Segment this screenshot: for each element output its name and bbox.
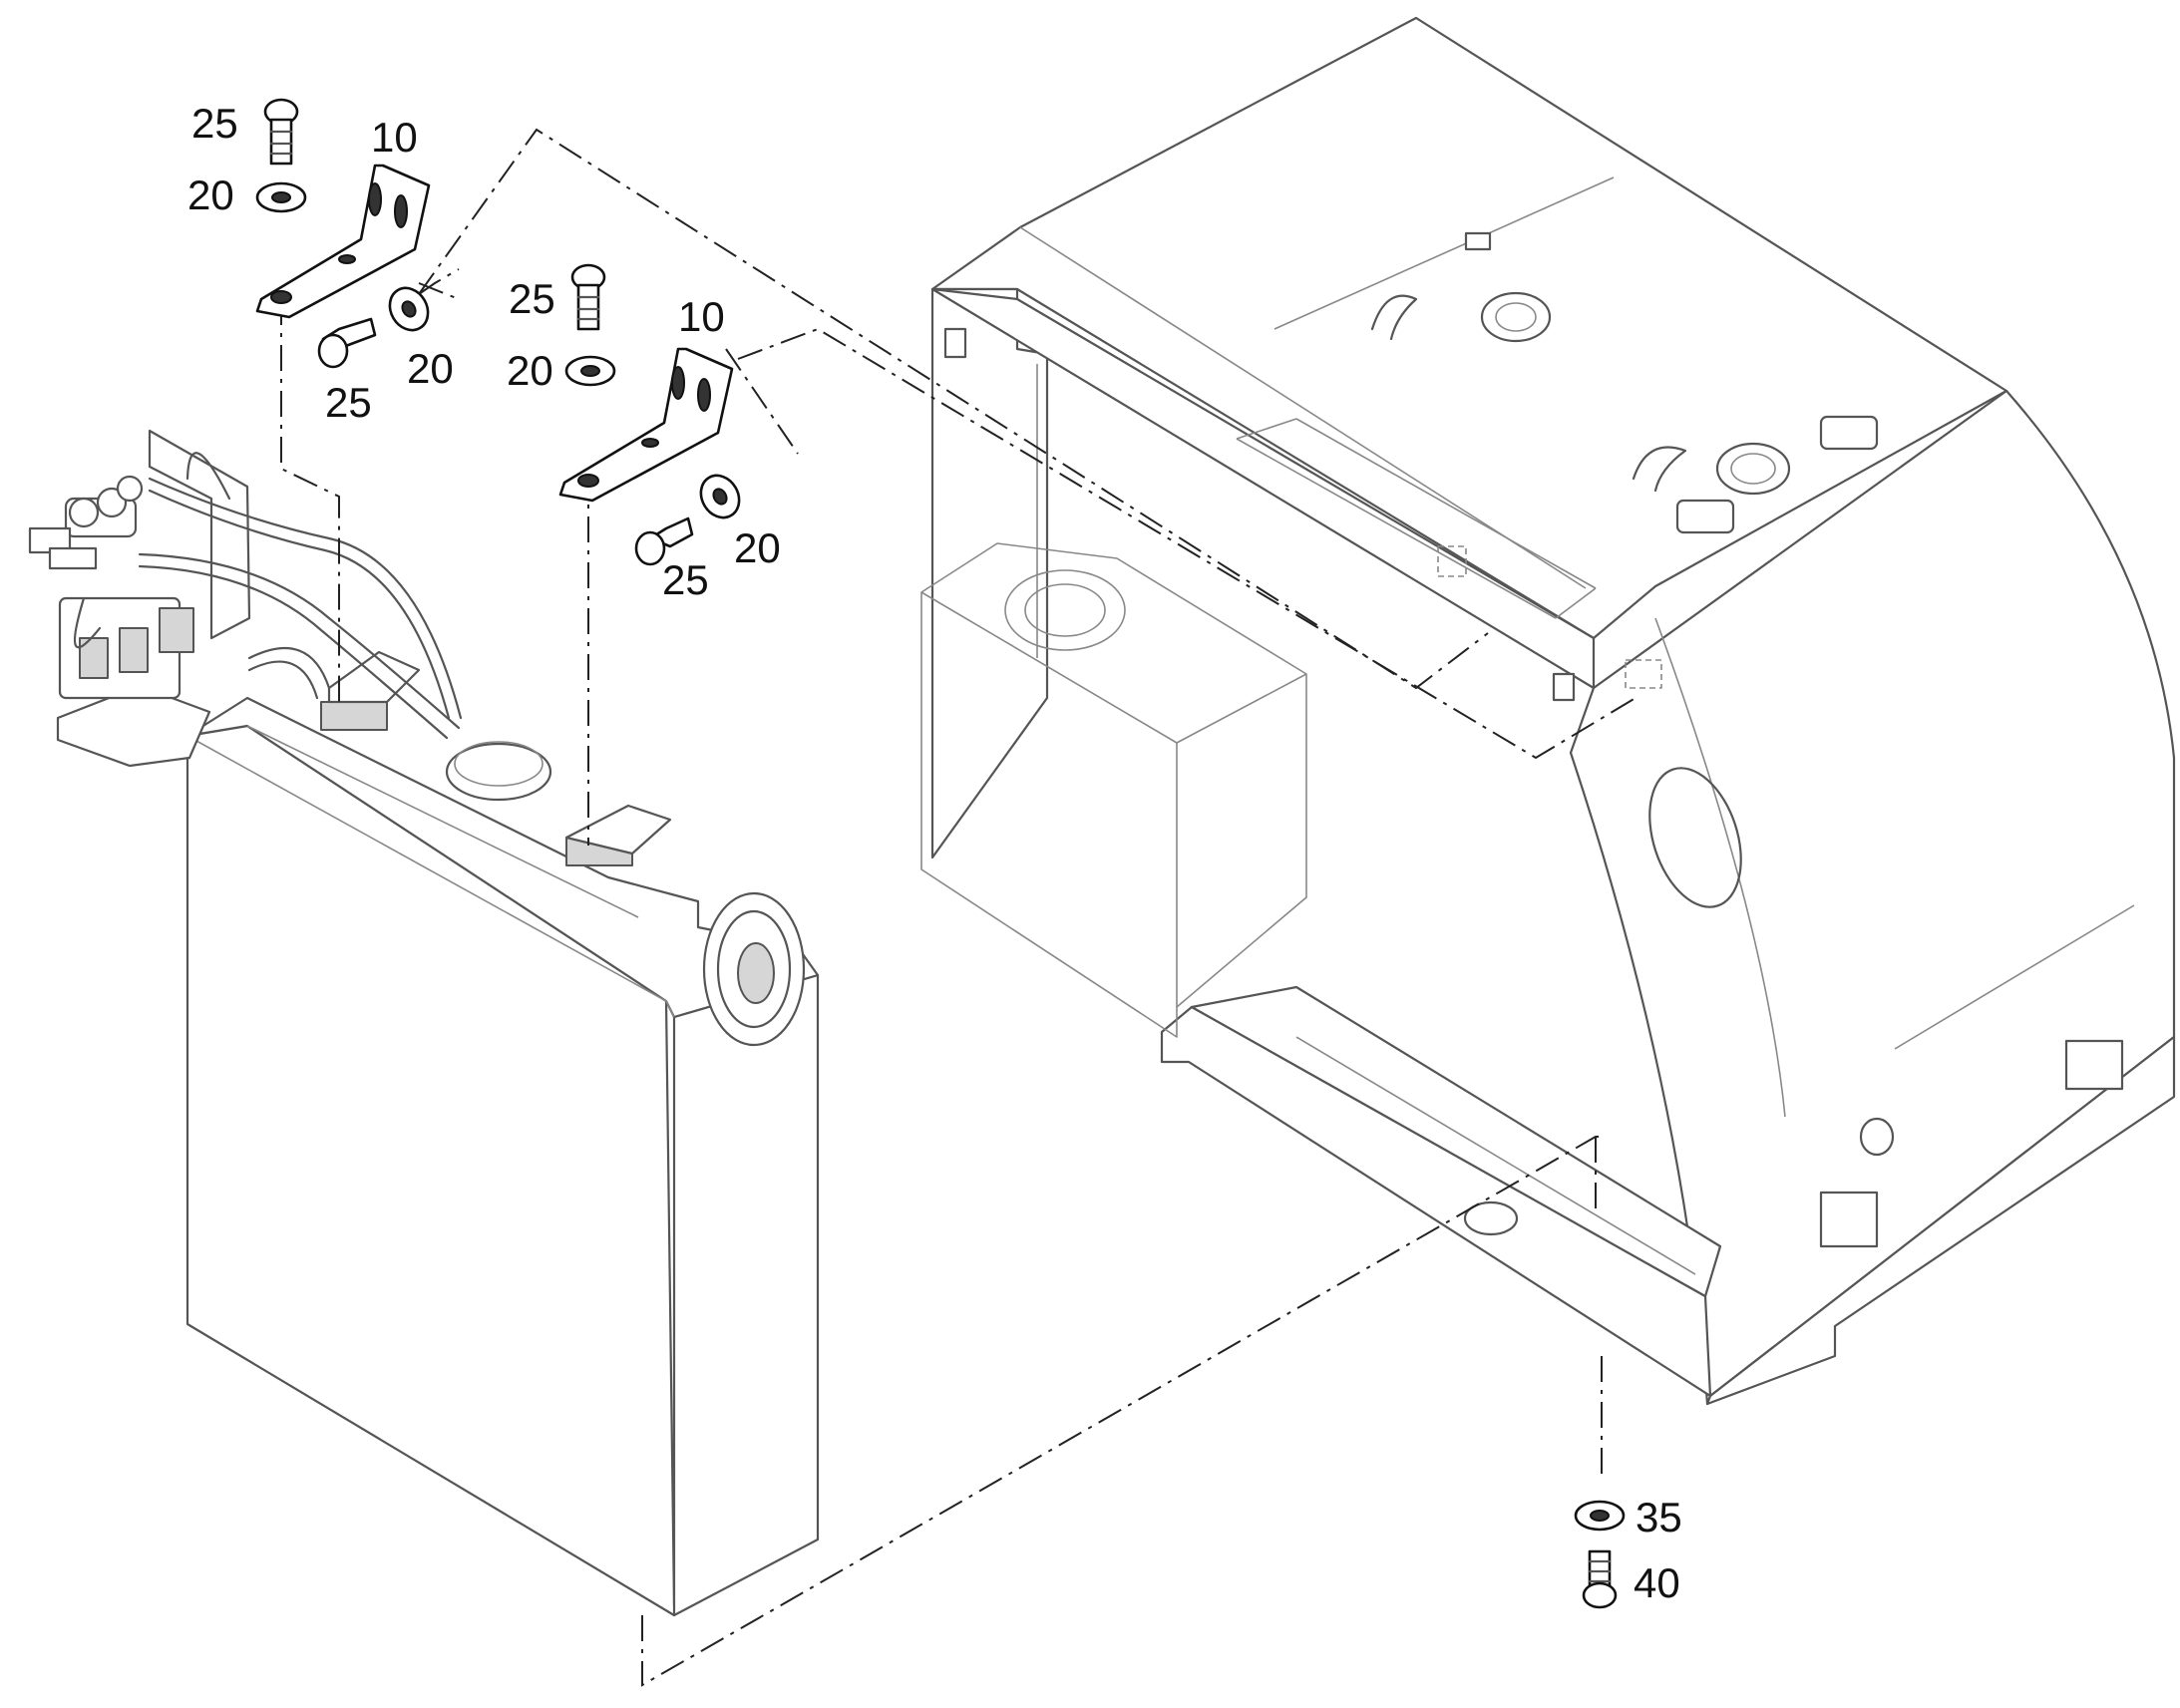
callout-10-b: 10 (678, 293, 725, 340)
valve-hose-assembly (28, 429, 463, 768)
callout-20-a: 20 (187, 171, 234, 218)
assembly-lines (280, 128, 1636, 1687)
corner-block-right (2064, 1039, 2124, 1091)
callout-25-d: 25 (662, 556, 709, 603)
washer-20-d (699, 474, 741, 519)
ghost-brackets (1437, 545, 1662, 689)
fuel-tank (185, 650, 820, 1617)
corner-block-front (1819, 1191, 1879, 1248)
callout-25-c: 25 (509, 275, 555, 322)
tank-ghost-outline (920, 542, 1307, 1038)
bolt-40 (1582, 1549, 1618, 1609)
bolt-25-a (263, 98, 299, 166)
callout-35: 35 (1635, 1494, 1682, 1540)
callout-25-b: 25 (325, 379, 372, 426)
washer-20-c (564, 355, 616, 387)
callout-20-d: 20 (734, 524, 781, 571)
tank-enclosure-frame (930, 16, 2176, 1406)
callout-20-b: 20 (407, 345, 454, 392)
fuel-sender-unit (445, 742, 552, 802)
top-vent-slots (1236, 418, 1597, 619)
callout-40: 40 (1634, 1559, 1680, 1606)
bracket-10-upper (255, 164, 431, 319)
bolt-25-b (317, 317, 377, 369)
washer-20-a (255, 181, 307, 213)
bolt-25-c (570, 263, 606, 331)
bracket-10-lower (558, 347, 734, 503)
callout-20-c: 20 (507, 347, 553, 394)
callout-labels: 25 10 20 25 20 25 10 20 25 20 35 40 (187, 100, 1682, 1606)
washer-20-b (388, 286, 430, 332)
callout-10-a: 10 (371, 114, 418, 161)
bolt-25-d (634, 516, 694, 566)
washer-35 (1574, 1500, 1626, 1532)
callout-25-a: 25 (191, 100, 238, 147)
